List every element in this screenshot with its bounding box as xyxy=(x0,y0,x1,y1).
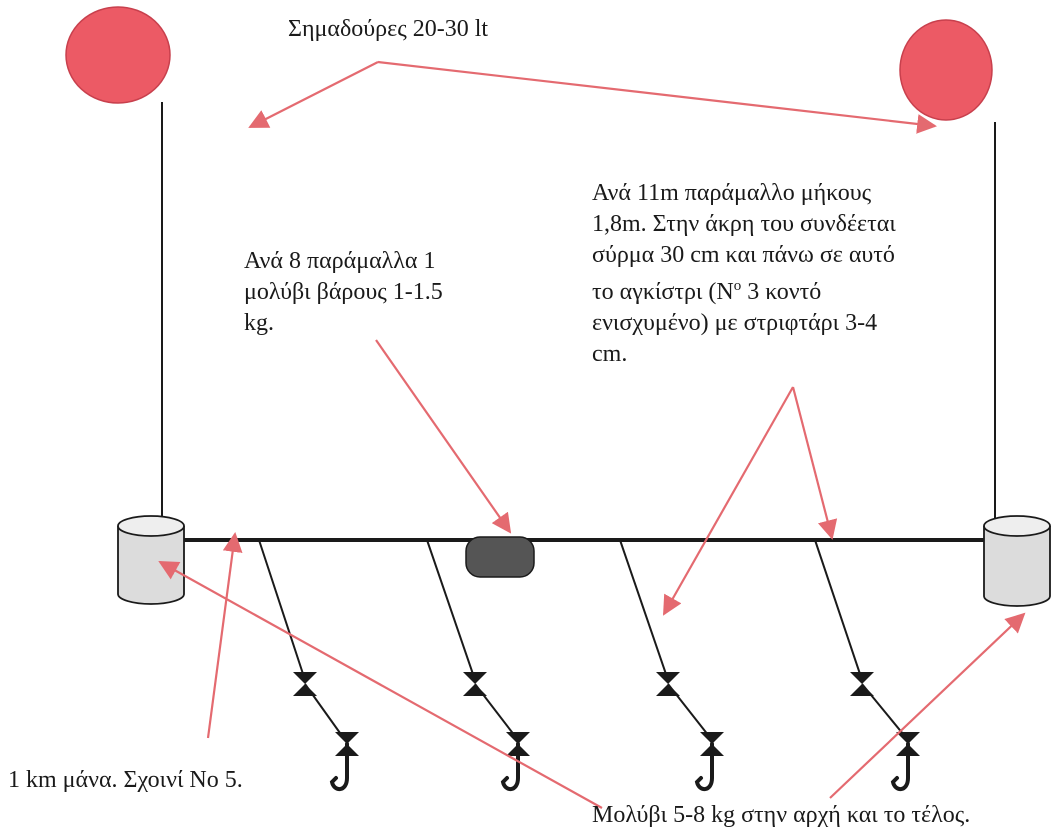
branch-label-superscript: o xyxy=(733,278,742,294)
end-weights-label: Μολύβι 5-8 kg στην αρχή και το τέλος. xyxy=(592,802,971,828)
arrow-branch-a xyxy=(663,386,794,616)
arrow-floats-right xyxy=(377,60,937,134)
branch-line-2 xyxy=(426,539,530,791)
branch-label-line-6: cm. xyxy=(592,341,628,367)
branch-label-line-4-rest: 3 κοντό xyxy=(741,279,822,305)
branch-line-label: Ανά 11m παράμαλλο μήκους 1,8m. Στην άκρη… xyxy=(592,178,896,370)
branch-label-line-4-text: το αγκίστρι (N xyxy=(592,279,734,305)
fish-hook-icon xyxy=(694,742,714,791)
arrow-end-weight-right xyxy=(829,612,1026,799)
annotation-arrows xyxy=(158,60,1026,809)
end-weight-right-icon xyxy=(983,515,1051,607)
fish-hook-icon xyxy=(890,742,910,791)
branch-line-1 xyxy=(258,539,359,791)
fish-hook-icon xyxy=(500,742,520,791)
sinker-label-line-3: kg. xyxy=(244,310,274,336)
sinker-label-line-1: Ανά 8 παράμαλλα 1 xyxy=(244,248,436,274)
float-left-icon xyxy=(65,6,171,104)
end-weight-left-icon xyxy=(117,515,185,605)
arrow-end-weight-left xyxy=(158,561,603,809)
sinker-label: Ανά 8 παράμαλλα 1 μολύβι βάρους 1-1.5 kg… xyxy=(244,246,443,340)
branch-line-3 xyxy=(619,539,724,791)
main-line-label: 1 km μάνα. Σχοινί No 5. xyxy=(8,767,243,793)
fish-hook-icon xyxy=(329,742,349,791)
branch-label-line-2: 1,8m. Στην άκρη του συνδέεται xyxy=(592,211,896,237)
middle-sinker-icon xyxy=(465,536,535,578)
branch-label-line-5: ενισχυμένο) με στριφτάρι 3-4 xyxy=(592,310,878,336)
sinker-label-line-2: μολύβι βάρους 1-1.5 xyxy=(244,279,443,305)
branch-label-line-3: σύρμα 30 cm και πάνω σε αυτό xyxy=(592,242,895,268)
branch-label-line-1: Ανά 11m παράμαλλο μήκους xyxy=(592,180,872,206)
arrow-middle-sinker xyxy=(375,339,512,534)
branch-label-line-4: το αγκίστρι (No 3 κοντό xyxy=(592,271,896,308)
branch-line-4 xyxy=(814,539,920,791)
arrow-main-line xyxy=(206,532,243,739)
floats-label: Σημαδούρες 20-30 lt xyxy=(288,16,489,42)
arrow-branch-b xyxy=(791,386,838,540)
float-right-icon xyxy=(899,19,993,121)
arrow-floats-left xyxy=(248,61,379,128)
